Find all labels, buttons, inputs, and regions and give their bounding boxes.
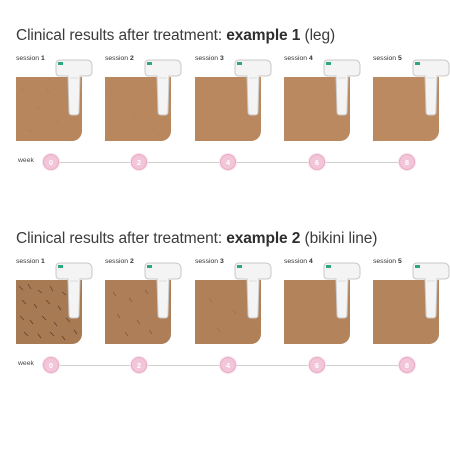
example-2-timeline: week 0 2 4 6 8: [0, 354, 450, 376]
ipl-device-icon: [144, 59, 182, 116]
session-label: session 5: [373, 258, 402, 265]
session-card: session 2: [105, 55, 185, 155]
ipl-device-icon: [55, 262, 93, 319]
example-2-sessions: session 1 session 2 session 3 session 4 …: [0, 258, 450, 358]
week-marker: 8: [398, 153, 416, 171]
example-1-sessions: session 1 session 2 session 3 session 4 …: [0, 55, 450, 155]
example-2-title: Clinical results after treatment: exampl…: [16, 230, 378, 247]
session-card: session 2: [105, 258, 185, 358]
ipl-device-icon: [55, 59, 93, 116]
week-marker: 4: [219, 153, 237, 171]
session-label: session 3: [195, 258, 224, 265]
week-marker: 6: [308, 153, 326, 171]
session-card: session 1: [16, 258, 96, 358]
week-marker: 6: [308, 356, 326, 374]
session-label: session 2: [105, 258, 134, 265]
week-label: week: [18, 360, 34, 367]
ipl-device-icon: [234, 262, 272, 319]
session-card: session 5: [373, 258, 450, 358]
week-marker: 4: [219, 356, 237, 374]
week-marker: 0: [42, 356, 60, 374]
week-marker: 0: [42, 153, 60, 171]
ipl-device-icon: [412, 59, 450, 116]
session-label: session 2: [105, 55, 134, 62]
session-label: session 4: [284, 258, 313, 265]
session-card: session 4: [284, 55, 364, 155]
example-1-timeline: week 0 2 4 6 8: [0, 151, 450, 173]
session-card: session 1: [16, 55, 96, 155]
example-1-title: Clinical results after treatment: exampl…: [16, 27, 336, 44]
ipl-device-icon: [323, 59, 361, 116]
ipl-device-icon: [323, 262, 361, 319]
session-label: session 1: [16, 55, 45, 62]
session-card: session 4: [284, 258, 364, 358]
week-marker: 2: [130, 356, 148, 374]
ipl-device-icon: [234, 59, 272, 116]
week-label: week: [18, 157, 34, 164]
session-label: session 4: [284, 55, 313, 62]
week-marker: 8: [398, 356, 416, 374]
ipl-device-icon: [144, 262, 182, 319]
session-card: session 3: [195, 55, 275, 155]
session-label: session 5: [373, 55, 402, 62]
session-card: session 5: [373, 55, 450, 155]
week-marker: 2: [130, 153, 148, 171]
session-label: session 1: [16, 258, 45, 265]
session-label: session 3: [195, 55, 224, 62]
ipl-device-icon: [412, 262, 450, 319]
session-card: session 3: [195, 258, 275, 358]
